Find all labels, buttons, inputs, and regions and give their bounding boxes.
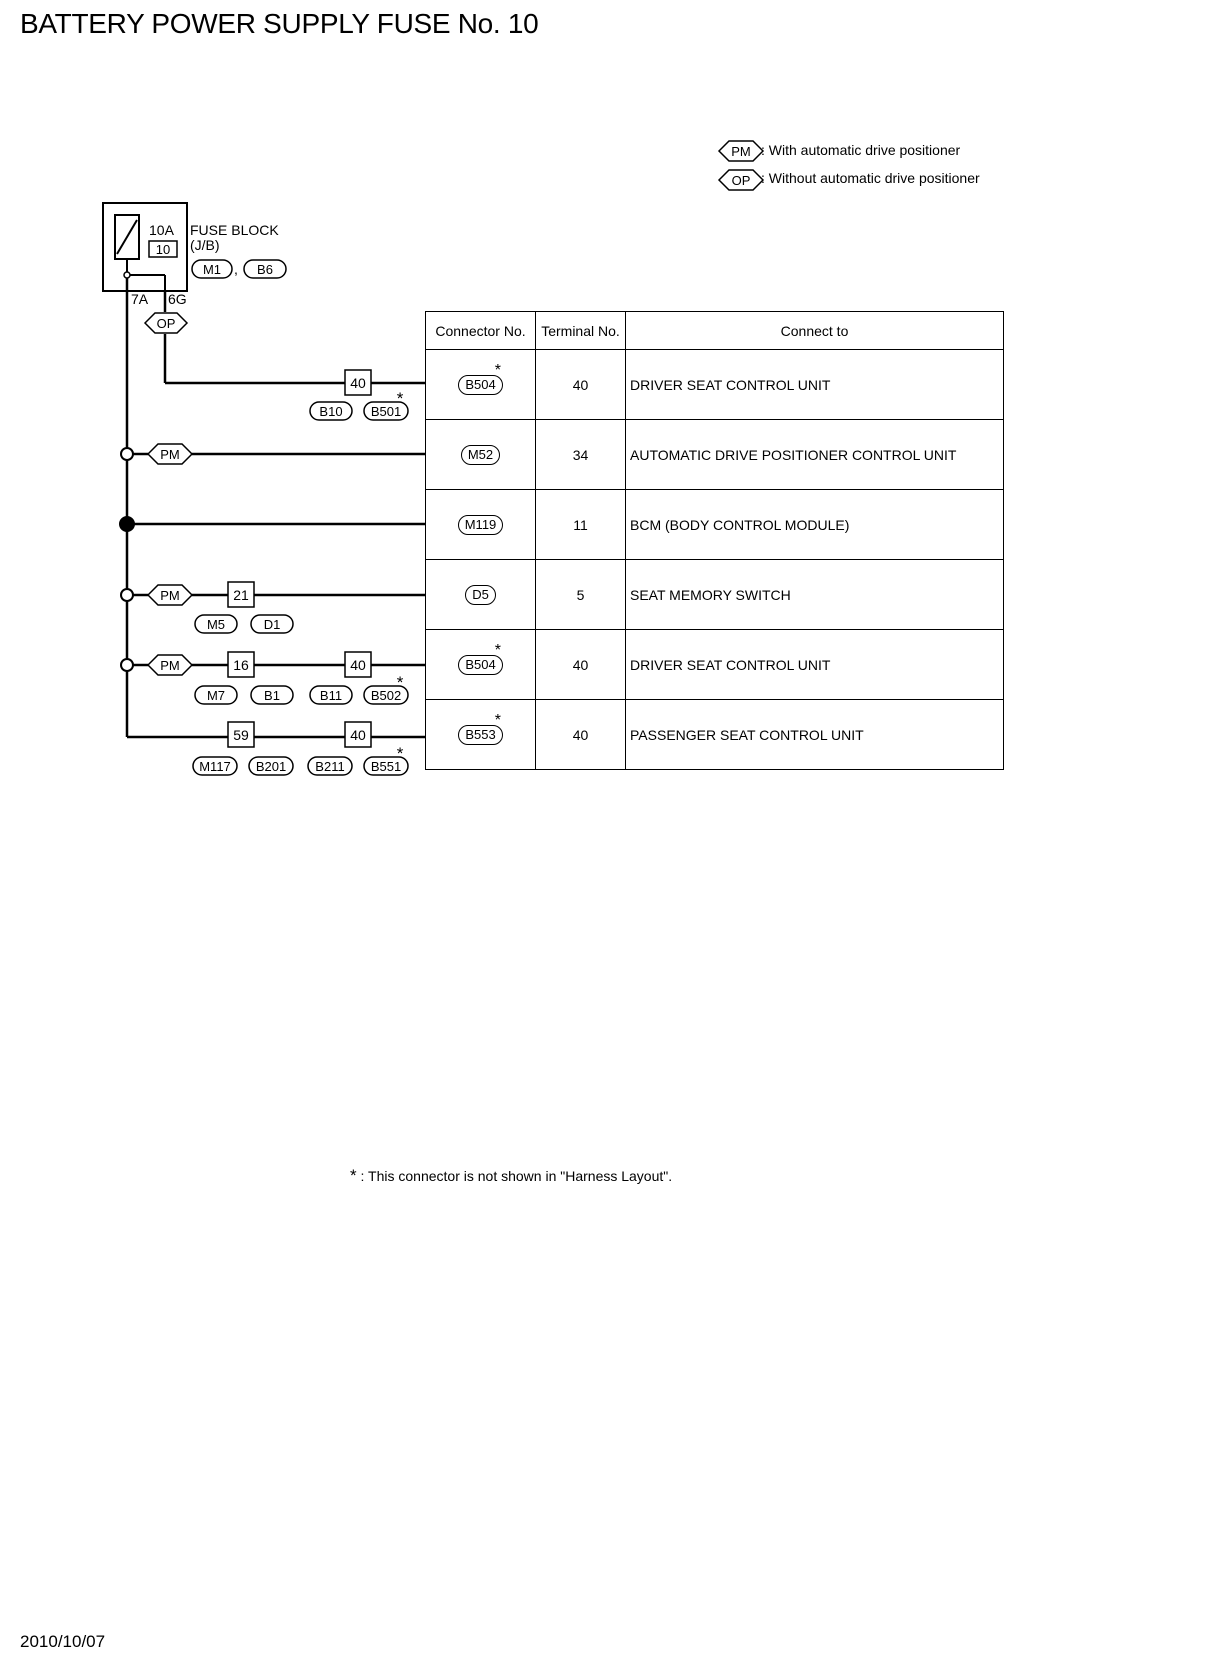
table-row: B504* 40 DRIVER SEAT CONTROL UNIT (425, 629, 1004, 700)
table-row: D5 5 SEAT MEMORY SWITCH (425, 559, 1004, 630)
fuse-amperage: 10A (149, 222, 174, 238)
inline-pin-6: 40 (350, 727, 366, 743)
star-2: * (397, 673, 404, 692)
table-row: M119 11 BCM (BODY CONTROL MODULE) (425, 489, 1004, 560)
splice-pm-3 (120, 658, 134, 672)
inline-conn-4b: B502 (371, 688, 401, 703)
row-connect-to: SEAT MEMORY SWITCH (625, 559, 1004, 630)
row-connect-to: PASSENGER SEAT CONTROL UNIT (625, 699, 1004, 770)
row-connector: M119 (457, 514, 504, 535)
inline-pin-2: 21 (233, 587, 249, 603)
pm-tag-3-label: PM (160, 658, 180, 673)
row-connector: D5 (465, 584, 496, 605)
footnote-symbol: * (350, 1166, 357, 1185)
fuse-connector-separator: , (234, 261, 238, 277)
row-terminal: 40 (535, 629, 626, 700)
fuse-block-sub: (J/B) (190, 237, 220, 253)
row-connect-to: BCM (BODY CONTROL MODULE) (625, 489, 1004, 560)
inline-pin-3: 16 (233, 657, 249, 673)
legend-pm-code: PM (731, 144, 751, 159)
inline-conn-6b: B551 (371, 759, 401, 774)
pm-tag-1 (146, 443, 194, 465)
terminal-7a-label: 7A (131, 291, 149, 307)
fuse-node (123, 271, 131, 279)
legend-op-tag (717, 169, 765, 191)
row-connect-to: AUTOMATIC DRIVE POSITIONER CONTROL UNIT (625, 419, 1004, 490)
header-terminal: Terminal No. (535, 311, 626, 350)
star-1: * (397, 389, 404, 408)
pm-tag-2-label: PM (160, 588, 180, 603)
row-star: * (494, 642, 501, 659)
row-connector: M52 (460, 444, 501, 465)
legend-pm-text: : With automatic drive positioner (761, 142, 961, 158)
op-tag-label: OP (157, 316, 176, 331)
inline-pin-4: 40 (350, 657, 366, 673)
header-connect-to: Connect to (625, 311, 1004, 350)
inline-conn-6a: B211 (315, 759, 344, 774)
inline-conn-2a: M5 (207, 617, 225, 632)
star-3: * (397, 744, 404, 763)
page-title: BATTERY POWER SUPPLY FUSE No. 10 (20, 8, 539, 39)
footnote-text: : This connector is not shown in "Harnes… (360, 1168, 673, 1184)
inline-conn-4a: B11 (320, 688, 342, 703)
pm-tag-3 (146, 654, 194, 676)
row-connector: B504 (458, 374, 503, 395)
splice-main (119, 516, 135, 532)
fuse-block-name: FUSE BLOCK (190, 222, 279, 238)
connector-table: Connector No. Terminal No. Connect to B5… (425, 311, 1004, 770)
inline-conn-3a: M7 (207, 688, 225, 703)
row-terminal: 40 (535, 349, 626, 420)
table-row: B553* 40 PASSENGER SEAT CONTROL UNIT (425, 699, 1004, 770)
inline-conn-5b: B201 (256, 759, 286, 774)
inline-conn-1a: B10 (319, 404, 342, 419)
legend-pm-tag (717, 140, 765, 162)
fuse-connector-2: B6 (257, 262, 273, 277)
terminal-6g-label: 6G (168, 291, 187, 307)
footnote: * : This connector is not shown in "Harn… (350, 1166, 672, 1186)
table-row: B504* 40 DRIVER SEAT CONTROL UNIT (425, 349, 1004, 420)
row-star: * (494, 712, 501, 729)
inline-pin-1: 40 (350, 375, 366, 391)
splice-pm-1 (120, 447, 134, 461)
row-connector: B504 (458, 654, 503, 675)
inline-conn-1b: B501 (371, 404, 401, 419)
row-terminal: 40 (535, 699, 626, 770)
inline-pin-5: 59 (233, 727, 249, 743)
pm-tag-2 (146, 584, 194, 606)
inline-conn-2b: D1 (264, 617, 281, 632)
inline-conn-3b: B1 (264, 688, 280, 703)
table-header-row: Connector No. Terminal No. Connect to (425, 311, 1004, 350)
legend-op-text: : Without automatic drive positioner (761, 170, 980, 186)
row-connect-to: DRIVER SEAT CONTROL UNIT (625, 349, 1004, 420)
op-tag (143, 312, 189, 334)
header-connector: Connector No. (425, 311, 536, 350)
inline-conn-5a: M117 (199, 759, 231, 774)
row-star: * (494, 362, 501, 379)
fuse-number: 10 (156, 242, 170, 257)
date-stamp: 2010/10/07 (20, 1632, 106, 1651)
pm-tag-1-label: PM (160, 447, 180, 462)
fuse-block-box (102, 202, 188, 292)
table-row: M52 34 AUTOMATIC DRIVE POSITIONER CONTRO… (425, 419, 1004, 490)
splice-pm-2 (120, 588, 134, 602)
row-connector: B553 (458, 724, 503, 745)
row-terminal: 11 (535, 489, 626, 560)
legend-op-code: OP (732, 173, 751, 188)
row-connect-to: DRIVER SEAT CONTROL UNIT (625, 629, 1004, 700)
fuse-connector-1: M1 (203, 262, 221, 277)
row-terminal: 5 (535, 559, 626, 630)
row-terminal: 34 (535, 419, 626, 490)
